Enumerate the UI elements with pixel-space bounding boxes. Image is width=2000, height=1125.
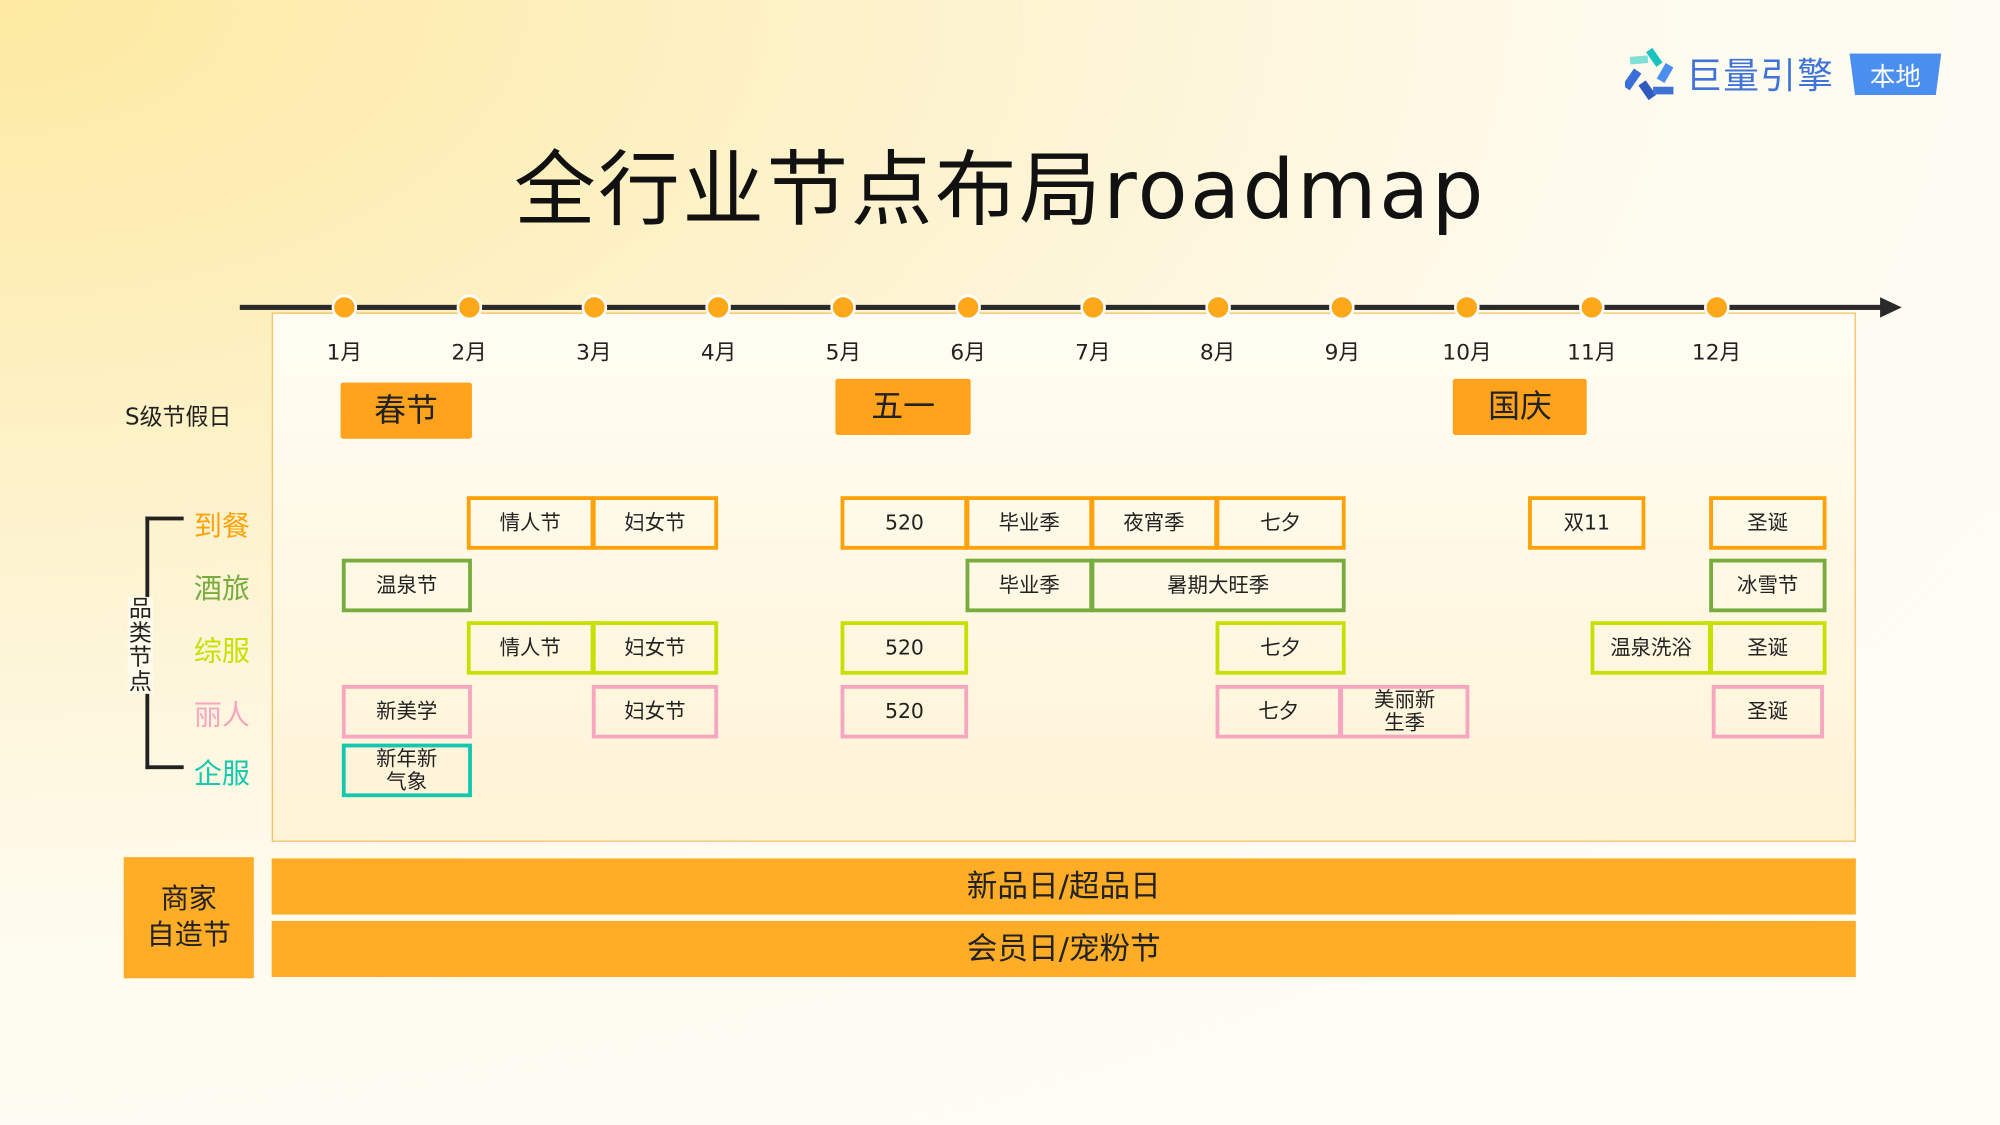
month-label-10: 10月 <box>1442 340 1492 367</box>
month-label-3: 3月 <box>576 340 612 367</box>
festival-node: 情人节 <box>466 496 594 550</box>
category-group-label: 品类节点 <box>127 595 154 696</box>
festival-node: 冰雪节 <box>1709 558 1827 613</box>
festival-node: 七夕 <box>1215 684 1343 739</box>
category-label-4: 企服 <box>193 758 251 791</box>
month-label-9: 9月 <box>1324 340 1361 367</box>
month-dot-5 <box>830 294 857 321</box>
festival-node: 妇女节 <box>591 496 719 550</box>
festival-node: 温泉洗浴 <box>1590 621 1712 675</box>
month-dot-8 <box>1204 294 1231 321</box>
axis-arrow-icon <box>1880 297 1902 318</box>
brand-name: 巨量引擎 <box>1686 54 1835 97</box>
s-level-holiday: 国庆 <box>1453 378 1587 435</box>
month-dot-12 <box>1703 294 1730 321</box>
merchant-bar-new-product: 新品日/超品日 <box>271 858 1856 915</box>
festival-node: 妇女节 <box>591 621 719 675</box>
timeline-axis <box>239 304 1886 310</box>
timeline-panel <box>271 312 1856 842</box>
month-label-12: 12月 <box>1691 340 1742 367</box>
merchant-bar-member-day: 会员日/宠粉节 <box>271 920 1856 978</box>
brand-logo: 巨量引擎 本地 <box>1624 46 1942 102</box>
month-dot-1 <box>331 294 358 321</box>
month-label-6: 6月 <box>950 340 986 367</box>
month-dot-4 <box>705 294 732 321</box>
category-label-0: 到餐 <box>193 511 251 544</box>
month-label-11: 11月 <box>1567 340 1617 367</box>
month-dot-3 <box>581 294 607 321</box>
s-level-label: S级节假日 <box>124 404 232 432</box>
festival-node: 双11 <box>1528 496 1646 550</box>
month-label-4: 4月 <box>700 340 737 367</box>
category-label-3: 丽人 <box>193 700 251 733</box>
month-dot-11 <box>1579 294 1605 321</box>
month-label-1: 1月 <box>326 340 363 367</box>
festival-node: 新美学 <box>341 684 472 739</box>
page-title: 全行业节点布局roadmap <box>513 144 1487 239</box>
month-label-7: 7月 <box>1075 340 1111 367</box>
festival-node: 520 <box>840 496 969 550</box>
month-dot-6 <box>955 294 981 321</box>
festival-node: 毕业季 <box>965 558 1093 613</box>
month-dot-9 <box>1329 294 1356 321</box>
category-label-1: 酒旅 <box>193 573 251 606</box>
category-label-2: 综服 <box>193 636 251 669</box>
festival-node: 美丽新 生季 <box>1339 684 1470 739</box>
festival-node: 夜宵季 <box>1090 496 1218 550</box>
brand-tag: 本地 <box>1849 52 1942 96</box>
festival-node: 七夕 <box>1215 496 1347 550</box>
month-dot-7 <box>1080 294 1106 321</box>
festival-node: 圣诞 <box>1711 684 1824 739</box>
month-label-8: 8月 <box>1199 340 1236 367</box>
month-label-2: 2月 <box>451 340 487 367</box>
festival-node: 毕业季 <box>965 496 1093 550</box>
merchant-label: 商家 自造节 <box>123 857 254 979</box>
festival-node: 520 <box>840 684 969 739</box>
festival-node: 新年新 气象 <box>341 743 472 798</box>
month-dot-10 <box>1454 294 1480 321</box>
s-level-holiday: 五一 <box>835 378 971 435</box>
festival-node: 情人节 <box>466 621 594 675</box>
brand-mark-icon <box>1624 47 1674 101</box>
festival-node: 暑期大旺季 <box>1090 558 1347 613</box>
festival-node: 妇女节 <box>591 684 719 739</box>
festival-node: 520 <box>840 621 969 675</box>
month-label-5: 5月 <box>825 340 862 367</box>
s-level-holiday: 春节 <box>340 382 472 439</box>
festival-node: 七夕 <box>1215 621 1347 675</box>
festival-node: 圣诞 <box>1709 496 1827 550</box>
month-dot-2 <box>456 294 482 321</box>
festival-node: 圣诞 <box>1709 621 1827 675</box>
festival-node: 温泉节 <box>341 558 472 613</box>
